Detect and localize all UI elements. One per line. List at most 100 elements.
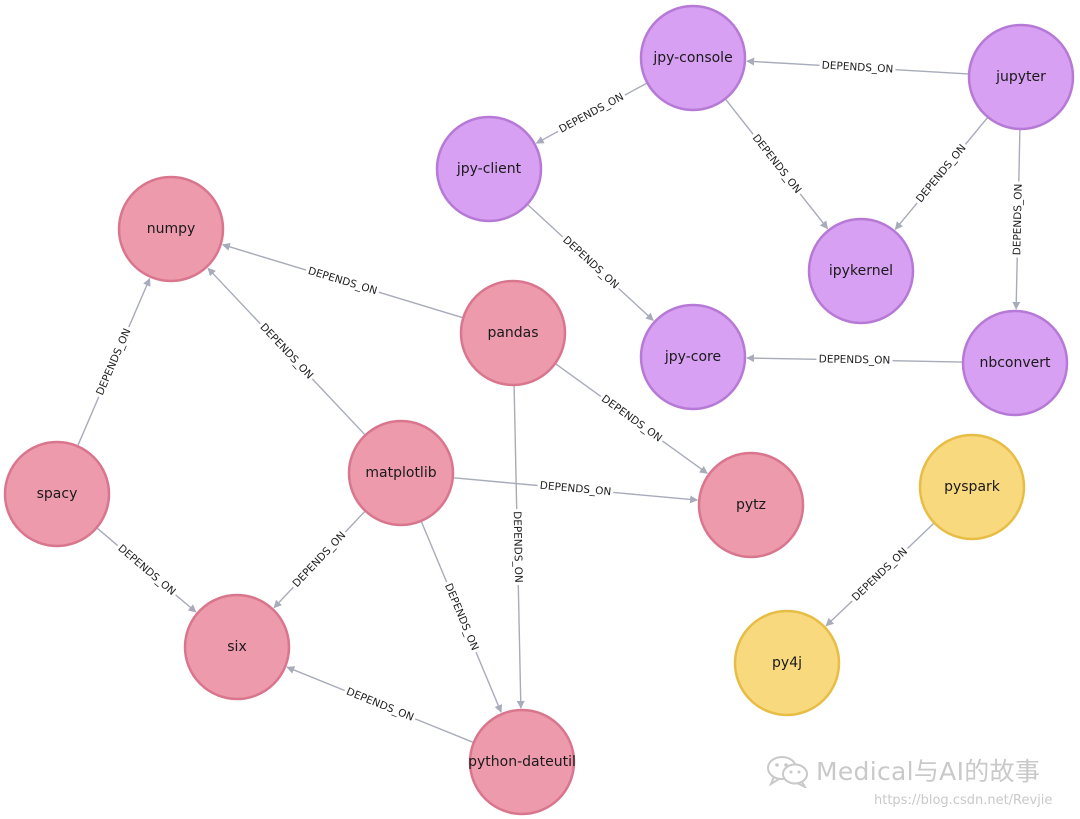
edge-label: DEPENDS_ON xyxy=(290,529,348,589)
node-label: numpy xyxy=(147,221,196,237)
node-pandas[interactable]: pandas xyxy=(459,279,567,387)
watermark-url: https://blog.csdn.net/Revjie xyxy=(874,793,1053,808)
edge-line xyxy=(906,523,935,549)
edge-label: DEPENDS_ON xyxy=(557,91,626,136)
node-jpy-core[interactable]: jpy-core xyxy=(639,303,747,411)
edge-label: DEPENDS_ON xyxy=(511,511,525,583)
edge-line xyxy=(725,99,754,135)
edge-line xyxy=(895,69,969,75)
edge-jpy-console-ipykernel[interactable]: DEPENDS_ON xyxy=(725,99,829,230)
edge-jupyter-jpy-console[interactable]: DEPENDS_ON xyxy=(746,57,969,76)
edge-pandas-python-dateutil[interactable]: DEPENDS_ON xyxy=(511,385,525,709)
node-circle xyxy=(697,451,805,559)
node-six[interactable]: six xyxy=(183,593,291,701)
edge-line xyxy=(1018,129,1021,182)
edge-label: DEPENDS_ON xyxy=(750,132,804,196)
node-circle xyxy=(3,440,111,548)
edge-pandas-numpy[interactable]: DEPENDS_ON xyxy=(221,242,463,319)
edge-label: DEPENDS_ON xyxy=(539,480,611,498)
edge-matplotlib-pytz[interactable]: DEPENDS_ON xyxy=(453,477,699,504)
edge-arrow xyxy=(286,666,345,692)
edge-arrow xyxy=(128,277,151,328)
nodes-layer: numpy pandas spacy matplotlib pytz six python-… xyxy=(3,4,1075,816)
edge-label: DEPENDS_ON xyxy=(850,546,910,604)
node-label: jpy-client xyxy=(456,161,522,177)
edge-arrow xyxy=(475,651,503,713)
node-circle xyxy=(639,303,747,411)
edge-label: DEPENDS_ON xyxy=(819,353,891,366)
edge-arrow xyxy=(175,594,197,613)
edge-spacy-six[interactable]: DEPENDS_ON xyxy=(96,527,197,613)
edge-line xyxy=(414,718,474,743)
edge-arrow xyxy=(613,491,699,504)
edge-arrow xyxy=(535,130,559,144)
node-label: python-dateutil xyxy=(468,754,576,770)
node-pytz[interactable]: pytz xyxy=(697,451,805,559)
edge-line xyxy=(892,360,963,363)
edge-line xyxy=(624,82,647,96)
edge-line xyxy=(344,511,366,533)
node-label: jpy-core xyxy=(664,349,721,365)
node-matplotlib[interactable]: matplotlib xyxy=(347,419,455,527)
node-nbconvert[interactable]: nbconvert xyxy=(961,309,1069,417)
node-python-dateutil[interactable]: python-dateutil xyxy=(468,708,576,816)
node-py4j[interactable]: py4j xyxy=(733,609,841,717)
node-label: pytz xyxy=(736,497,766,513)
node-label: jupyter xyxy=(995,69,1046,85)
edge-matplotlib-python-dateutil[interactable]: DEPENDS_ON xyxy=(420,521,503,713)
edge-label: DEPENDS_ON xyxy=(257,321,315,381)
watermark-text: Medical与AI的故事 xyxy=(816,757,1041,786)
edge-matplotlib-six[interactable]: DEPENDS_ON xyxy=(273,511,366,609)
edge-line xyxy=(420,521,448,583)
edge-arrow xyxy=(516,584,525,709)
node-jpy-client[interactable]: jpy-client xyxy=(435,115,543,223)
edge-arrow xyxy=(273,586,294,609)
node-circle xyxy=(435,115,543,223)
edge-nbconvert-jpy-core[interactable]: DEPENDS_ON xyxy=(746,353,963,367)
node-label: spacy xyxy=(37,486,78,502)
edge-arrow xyxy=(618,287,654,321)
edge-python-dateutil-six[interactable]: DEPENDS_ON xyxy=(286,666,474,743)
node-circle xyxy=(459,279,567,387)
edge-spacy-numpy[interactable]: DEPENDS_ON xyxy=(77,277,151,446)
node-pyspark[interactable]: pyspark xyxy=(918,433,1026,541)
edge-line xyxy=(513,385,518,510)
edge-label: DEPENDS_ON xyxy=(306,265,378,297)
edge-jupyter-nbconvert[interactable]: DEPENDS_ON xyxy=(1011,129,1025,310)
node-jupyter[interactable]: jupyter xyxy=(967,23,1075,131)
edge-label: DEPENDS_ON xyxy=(1011,184,1025,256)
edge-jpy-console-jpy-client[interactable]: DEPENDS_ON xyxy=(535,82,647,144)
edge-arrow xyxy=(799,193,829,230)
node-ipykernel[interactable]: ipykernel xyxy=(807,217,915,325)
node-label: py4j xyxy=(772,655,802,671)
edge-label: DEPENDS_ON xyxy=(442,582,481,653)
edge-arrow xyxy=(207,267,261,325)
edge-label: DEPENDS_ON xyxy=(115,542,177,598)
node-spacy[interactable]: spacy xyxy=(3,440,111,548)
node-label: pyspark xyxy=(944,479,1001,495)
edge-jupyter-ipykernel[interactable]: DEPENDS_ON xyxy=(894,117,988,230)
node-numpy[interactable]: numpy xyxy=(117,175,225,283)
edge-arrow xyxy=(661,440,708,474)
node-circle xyxy=(639,4,747,112)
edge-line xyxy=(453,477,538,487)
node-circle xyxy=(468,708,576,816)
edge-line xyxy=(555,363,602,398)
edge-label: DEPENDS_ON xyxy=(94,327,133,398)
node-circle xyxy=(733,609,841,717)
edge-line xyxy=(964,117,988,145)
node-circle xyxy=(967,23,1075,131)
edge-label: DEPENDS_ON xyxy=(560,234,621,291)
edge-label: DEPENDS_ON xyxy=(914,142,969,205)
edge-label: DEPENDS_ON xyxy=(599,393,664,445)
node-circle xyxy=(961,309,1069,417)
node-label: ipykernel xyxy=(829,263,893,279)
node-jpy-console[interactable]: jpy-console xyxy=(639,4,747,112)
edge-matplotlib-numpy[interactable]: DEPENDS_ON xyxy=(207,267,366,435)
edge-line xyxy=(96,527,119,547)
edge-pyspark-py4j[interactable]: DEPENDS_ON xyxy=(825,523,935,627)
edge-line xyxy=(311,378,366,435)
node-label: pandas xyxy=(487,325,538,341)
edge-line xyxy=(527,204,564,238)
